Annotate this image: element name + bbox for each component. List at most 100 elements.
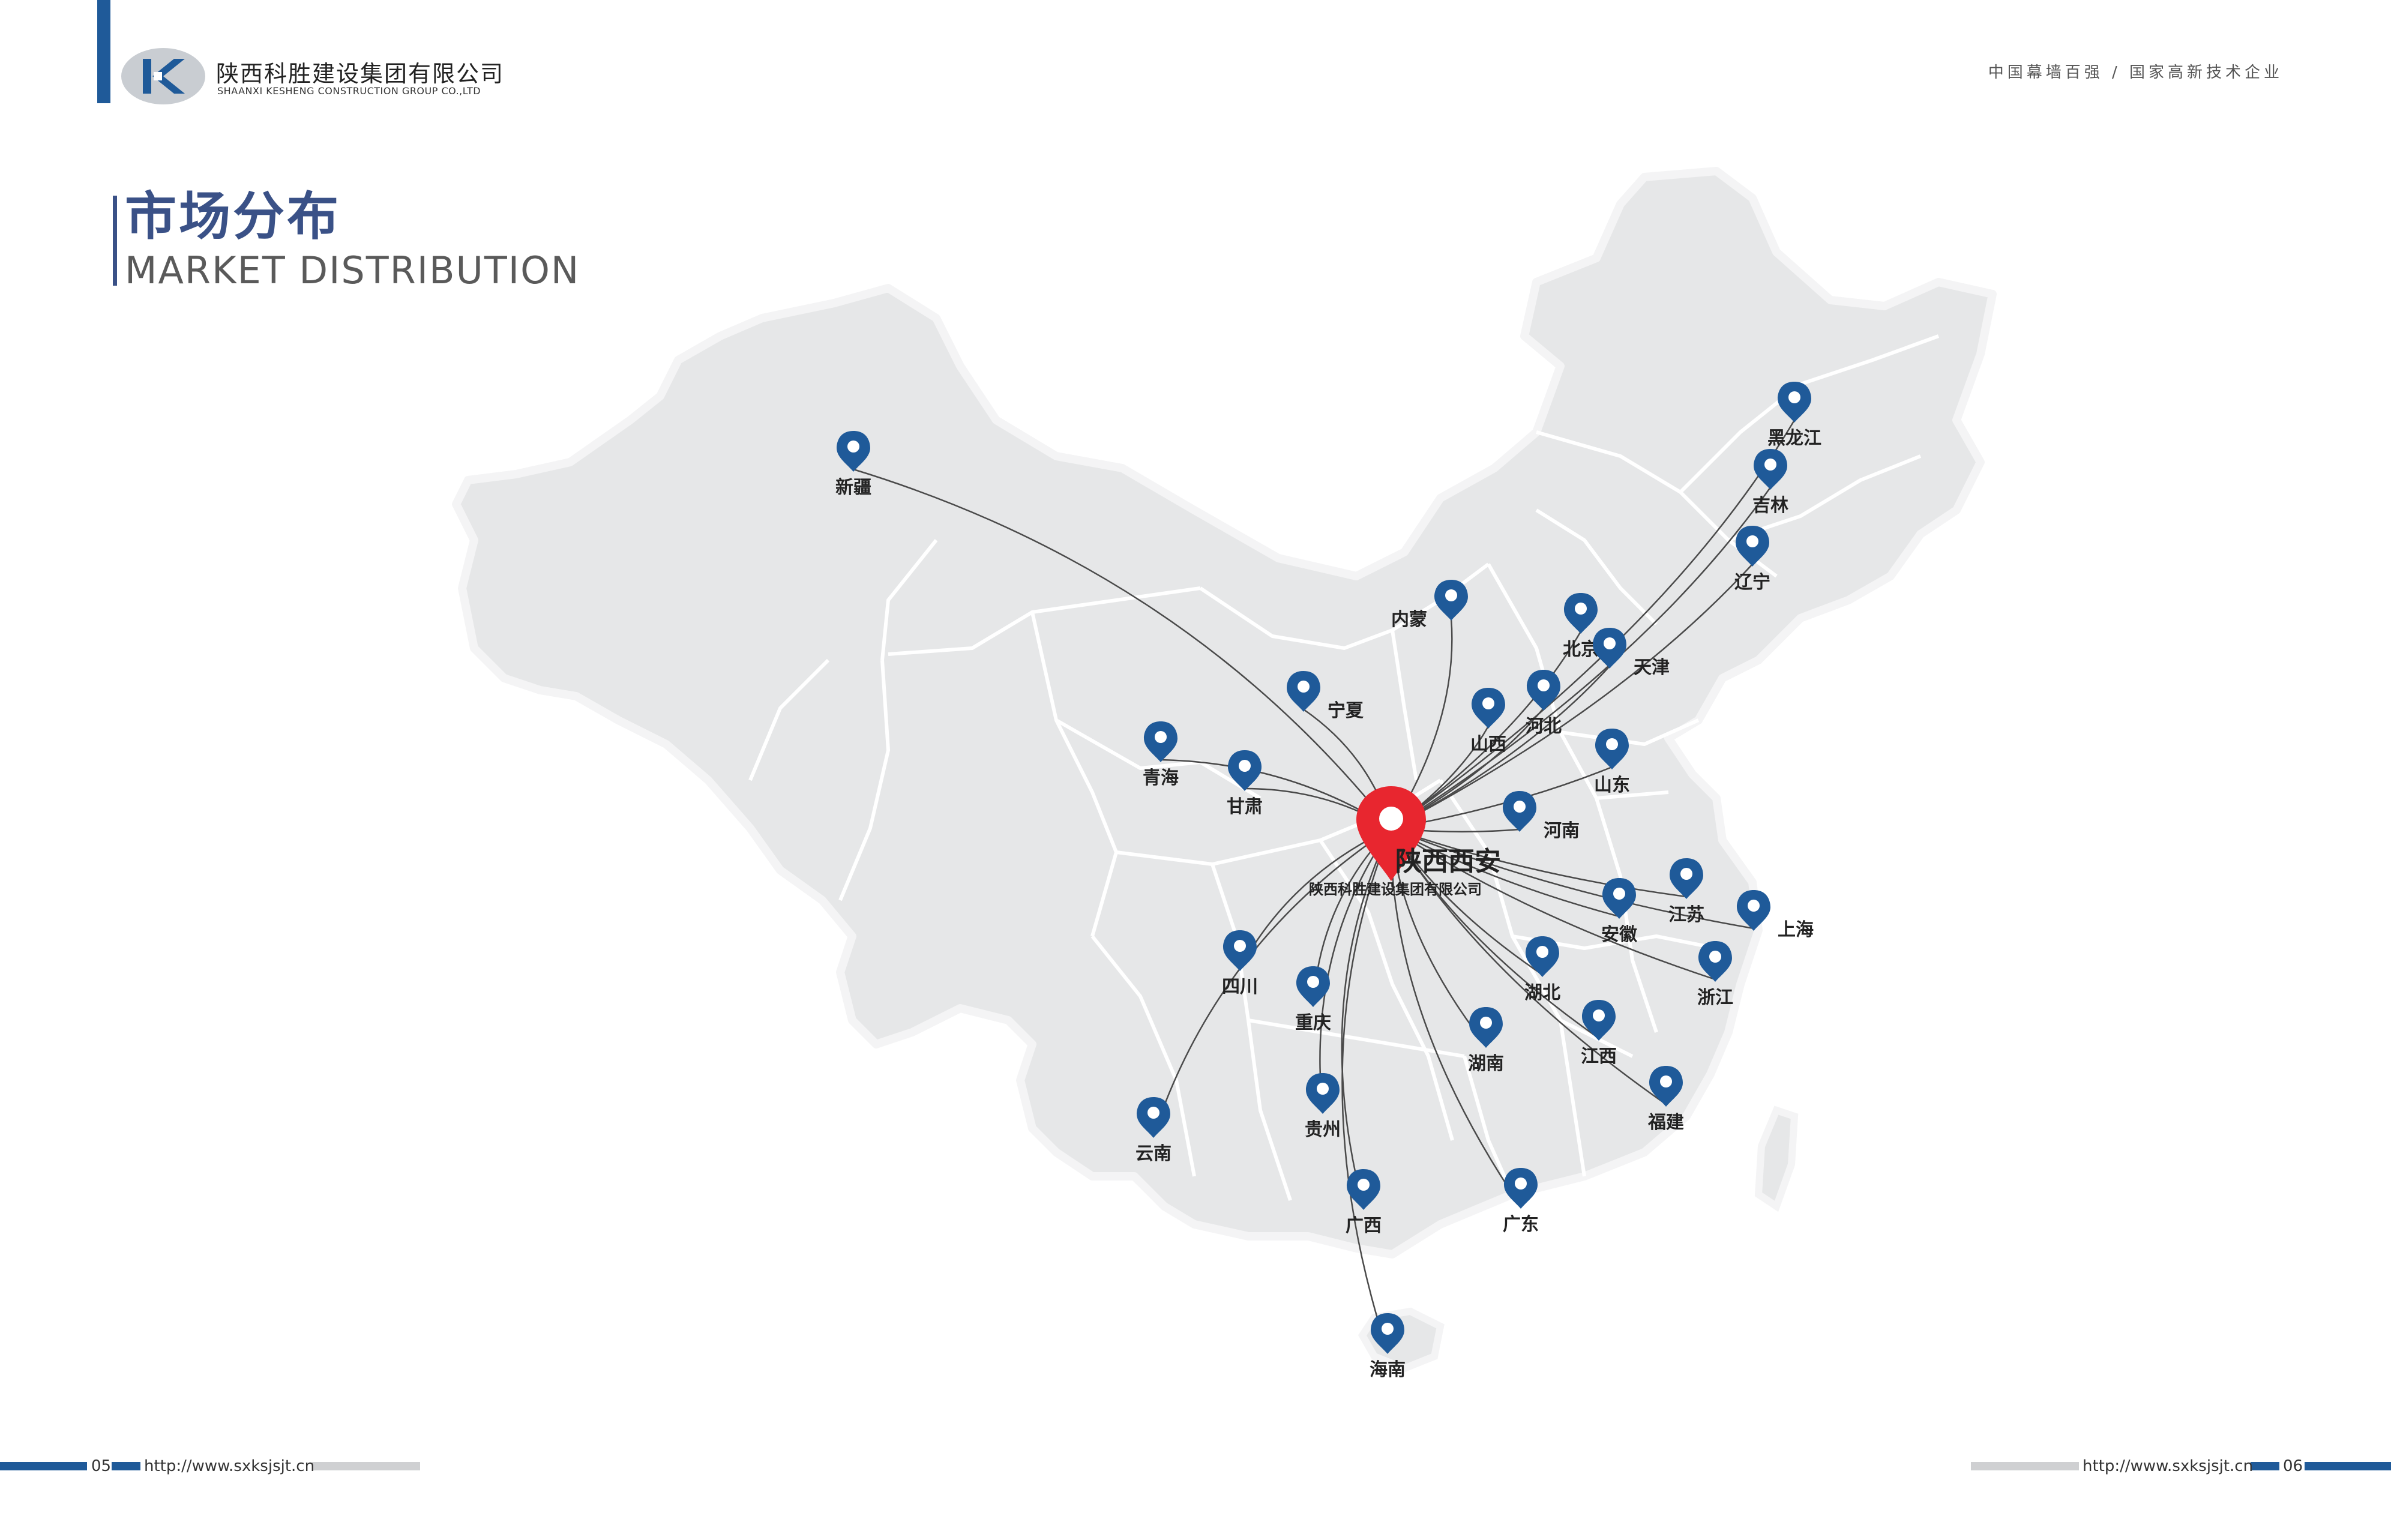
province-label: 重庆: [1295, 1012, 1331, 1033]
location-pin-center: [1748, 900, 1760, 912]
province-label: 内蒙: [1391, 609, 1427, 630]
location-pin-center: [1445, 589, 1457, 601]
location-pin-center: [1515, 1178, 1527, 1190]
province-pin[interactable]: 黑龙江: [1767, 382, 1821, 449]
province-pin[interactable]: 云南: [1135, 1097, 1171, 1164]
location-pin-center: [1317, 1083, 1329, 1095]
footer-left-accent-small: [112, 1462, 140, 1470]
province-pin[interactable]: 江西: [1581, 1000, 1617, 1067]
province-pin[interactable]: 海南: [1370, 1313, 1406, 1380]
province-label: 北京: [1563, 639, 1599, 660]
route-line: [1391, 827, 1754, 930]
province-pin[interactable]: 甘肃: [1227, 750, 1263, 817]
province-label: 海南: [1370, 1359, 1406, 1380]
location-pin-center: [847, 441, 859, 453]
route-line: [1391, 666, 1610, 829]
hub-pin-center: [1379, 807, 1403, 831]
footer-url-right[interactable]: http://www.sxksjsjt.cn: [2083, 1457, 2254, 1475]
province-label: 青海: [1143, 768, 1179, 789]
hub-pin-xian[interactable]: 陕西西安 陕西科胜建设集团有限公司: [1309, 786, 1501, 898]
route-line: [1390, 828, 1522, 1207]
province-pin[interactable]: 贵州: [1305, 1073, 1341, 1140]
province-pin[interactable]: 湖北: [1524, 936, 1560, 1003]
province-label: 上海: [1778, 919, 1814, 940]
location-pin-center: [1234, 940, 1246, 952]
province-pin[interactable]: 四川: [1222, 930, 1258, 997]
province-pin[interactable]: 湖南: [1468, 1007, 1504, 1074]
route-line: [1390, 828, 1667, 1105]
province-label: 辽宁: [1734, 572, 1770, 593]
location-pin-center: [1298, 681, 1310, 693]
title-accent-bar: [113, 196, 117, 286]
route-line: [1391, 827, 1716, 981]
province-label: 云南: [1135, 1143, 1171, 1164]
route-line: [1391, 827, 1687, 898]
province-pin[interactable]: 广西: [1346, 1169, 1382, 1236]
location-pin-center: [1480, 1017, 1492, 1029]
province-pin[interactable]: 山东: [1594, 729, 1630, 796]
province-pin[interactable]: 江苏: [1668, 858, 1704, 925]
province-pin[interactable]: 天津: [1593, 628, 1670, 678]
company-logo-icon: [121, 48, 205, 104]
location-pin-center: [1606, 738, 1618, 750]
company-tagline: 中国幕墙百强 / 国家高新技术企业: [1988, 64, 2283, 82]
route-line: [1391, 631, 1582, 829]
location-pin-center: [1482, 697, 1494, 709]
location-pin-center: [1660, 1075, 1672, 1087]
location-pin-center: [1307, 976, 1319, 988]
province-pin[interactable]: 广东: [1503, 1168, 1539, 1235]
province-label: 河南: [1544, 820, 1580, 841]
province-pin[interactable]: 宁夏: [1287, 671, 1364, 721]
province-label: 广西: [1346, 1215, 1382, 1236]
province-pin[interactable]: 河北: [1526, 670, 1562, 737]
route-line: [1319, 828, 1392, 1112]
province-label: 天津: [1634, 657, 1670, 678]
header-accent-bar: [97, 0, 110, 103]
hub-pin-icon: [1356, 786, 1426, 881]
location-pin-center: [1746, 535, 1758, 547]
province-label: 甘肃: [1227, 796, 1263, 817]
location-pin-center: [1239, 760, 1251, 772]
route-line: [1341, 828, 1392, 1208]
footer-right-accent-small: [2251, 1462, 2279, 1470]
route-line: [1391, 420, 1796, 829]
location-pin-center: [1147, 1107, 1159, 1119]
company-name-en: SHAANXI KESHENG CONSTRUCTION GROUP CO.,L…: [217, 85, 481, 97]
province-label: 浙江: [1697, 987, 1733, 1008]
location-pin-center: [1709, 951, 1721, 963]
province-pin[interactable]: 辽宁: [1734, 526, 1770, 593]
province-pin[interactable]: 重庆: [1295, 966, 1331, 1033]
province-pin[interactable]: 河南: [1503, 791, 1580, 841]
province-label: 湖北: [1524, 982, 1560, 1003]
province-label: 宁夏: [1328, 700, 1364, 721]
province-pin[interactable]: 新疆: [835, 431, 871, 498]
province-pin[interactable]: 内蒙: [1391, 580, 1468, 630]
footer-right-accent: [2305, 1462, 2391, 1470]
province-pin[interactable]: 福建: [1647, 1066, 1684, 1133]
location-pin-center: [1593, 1009, 1605, 1021]
province-pin[interactable]: 浙江: [1697, 941, 1733, 1008]
location-pin-center: [1680, 868, 1692, 880]
province-label: 山东: [1594, 775, 1630, 796]
location-pin-center: [1382, 1323, 1394, 1335]
location-pin-center: [1613, 888, 1625, 900]
province-pin[interactable]: 山西: [1470, 688, 1506, 755]
province-pin[interactable]: 青海: [1143, 721, 1179, 789]
page-number-right: 06: [2283, 1457, 2303, 1475]
province-pin[interactable]: 安徽: [1601, 878, 1638, 945]
hub-company: 陕西科胜建设集团有限公司: [1309, 881, 1482, 898]
province-pin[interactable]: 吉林: [1752, 449, 1788, 516]
footer-url-left[interactable]: http://www.sxksjsjt.cn: [144, 1457, 315, 1475]
location-pin-center: [1575, 603, 1587, 615]
province-label: 江苏: [1668, 904, 1704, 925]
route-lines: [853, 420, 1796, 1352]
footer-left-gray: [312, 1462, 420, 1470]
province-label: 河北: [1526, 716, 1562, 737]
province-label: 安徽: [1601, 924, 1638, 945]
location-pin-center: [1358, 1179, 1370, 1191]
province-pin[interactable]: 上海: [1737, 890, 1814, 940]
footer-right-gray: [1971, 1462, 2079, 1470]
province-label: 福建: [1647, 1112, 1684, 1133]
province-pin[interactable]: 北京: [1563, 593, 1599, 660]
